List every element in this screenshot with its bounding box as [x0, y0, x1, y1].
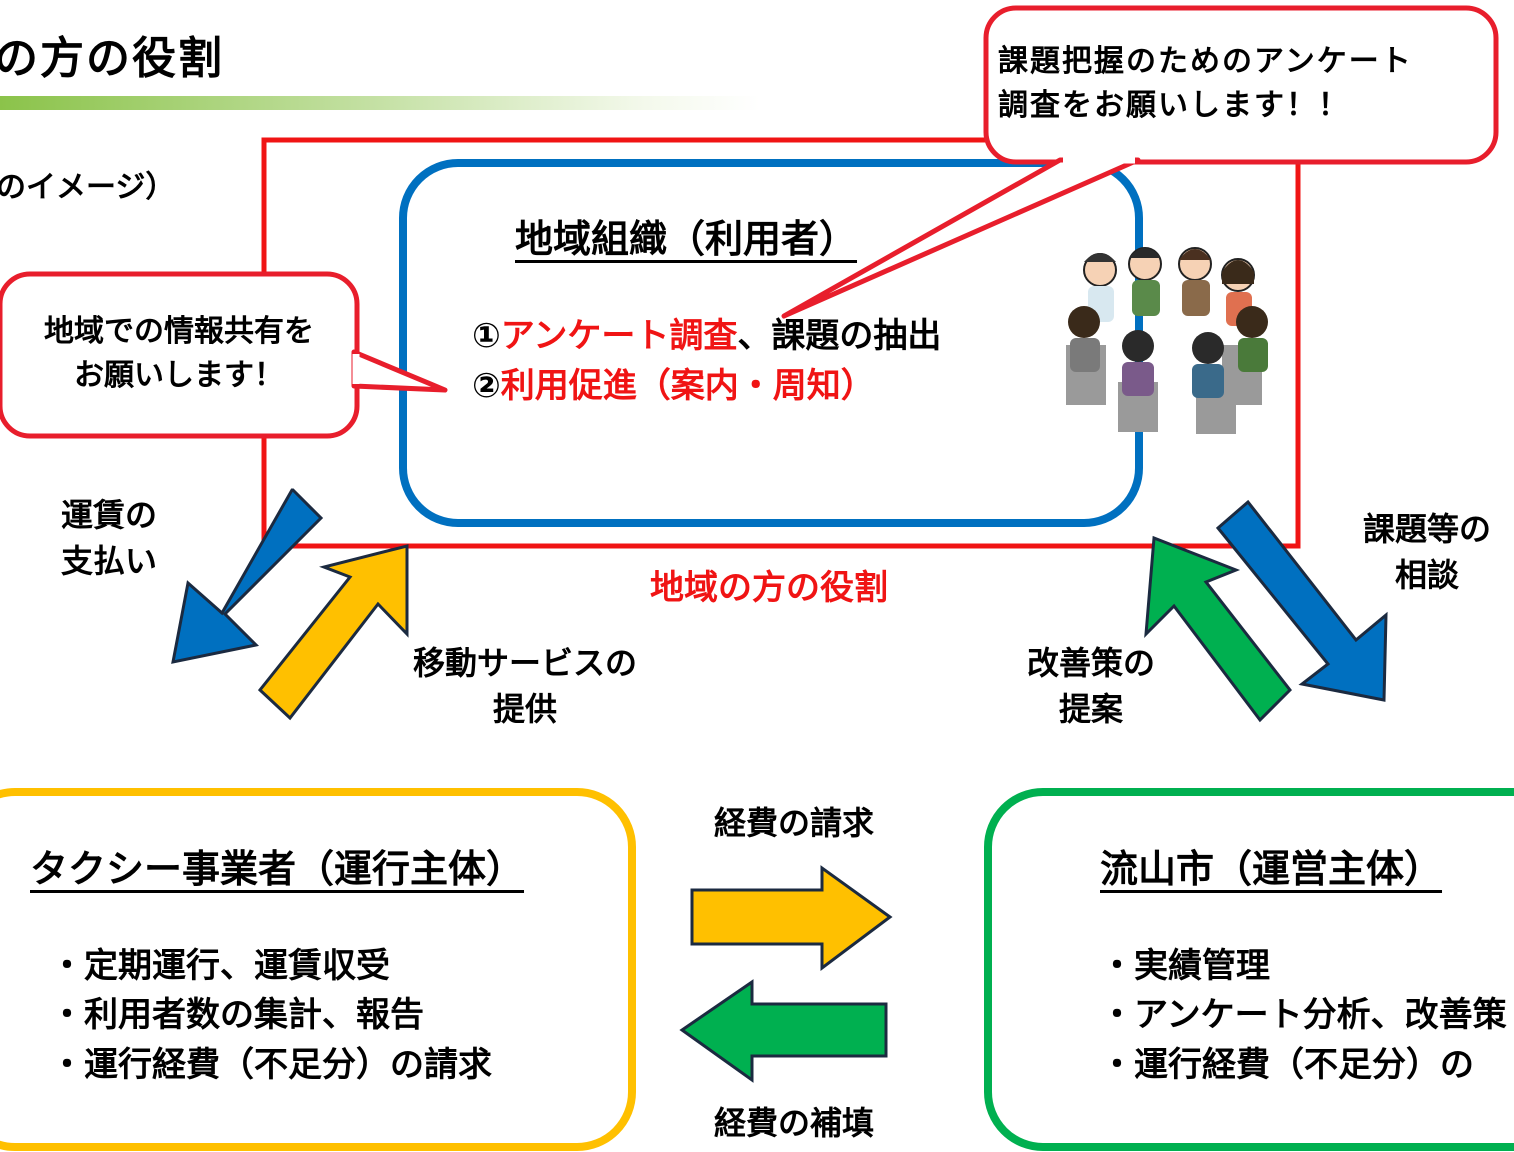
fare-payment-arrow — [171, 488, 324, 664]
improvement-label: 改善策の 提案 — [996, 640, 1186, 733]
community-item-2-prefix: ② — [472, 366, 501, 406]
fare-payment-label-line-1: 運賃の — [60, 496, 157, 534]
community-item-2-highlight: 利用促進（案内・周知） — [500, 366, 875, 406]
community-item-2: ②利用促進（案内・周知） — [472, 362, 875, 411]
left-callout-line-2: お願いします！ — [74, 357, 284, 393]
service-arrow — [257, 544, 409, 721]
region-role-label: 地域の方の役割 — [650, 568, 888, 608]
taxi-item-3: ・運行経費（不足分）の請求 — [50, 1044, 492, 1085]
consult-label: 課題等の 相談 — [1340, 506, 1514, 599]
taxi-item-1: ・定期運行、運賃収受 — [50, 946, 390, 986]
consult-label-line-2: 相談 — [1394, 556, 1459, 595]
page-title: の方の役割 — [0, 33, 224, 84]
community-item-1-rest: 、課題の抽出 — [737, 316, 942, 356]
improvement-label-line-1: 改善策の — [1026, 644, 1155, 682]
consult-label-line-1: 課題等の — [1362, 510, 1491, 548]
taxi-box-heading: タクシー事業者（運行主体） — [30, 847, 525, 891]
left-callout-shape — [0, 271, 448, 439]
expense-claim-label: 経費の請求 — [713, 804, 874, 842]
city-box-frame — [984, 788, 1514, 1151]
community-item-1-prefix: ① — [472, 316, 501, 356]
community-item-1-highlight: アンケート調査 — [500, 316, 738, 356]
service-label: 移動サービスの 提供 — [380, 640, 670, 733]
top-callout-text: 課題把握のためのアンケート 調査をお願いします！！ — [998, 40, 1413, 127]
page-subtitle: のイメージ） — [0, 170, 176, 205]
consult-arrow — [1215, 499, 1388, 702]
left-callout-line-1: 地域での情報共有を — [44, 314, 314, 349]
community-item-1: ①アンケート調査、課題の抽出 — [472, 312, 941, 361]
top-callout-line-1: 課題把握のためのアンケート — [998, 44, 1413, 79]
top-callout-line-2: 調査をお願いします！！ — [998, 87, 1350, 123]
taxi-box-frame — [0, 788, 636, 1151]
left-callout-text: 地域での情報共有を お願いします！ — [14, 310, 344, 397]
city-box-heading: 流山市（運営主体） — [1100, 847, 1443, 891]
improvement-label-line-2: 提案 — [1058, 690, 1123, 729]
fare-payment-label: 運賃の 支払い — [44, 492, 174, 585]
taxi-item-2: ・利用者数の集計、報告 — [50, 995, 424, 1036]
title-underline — [0, 96, 760, 110]
community-box-heading: 地域組織（利用者） — [515, 217, 858, 261]
service-label-line-2: 提供 — [492, 690, 557, 729]
city-item-1: ・実績管理 — [1100, 946, 1270, 986]
city-item-3: ・運行経費（不足分）の — [1100, 1044, 1474, 1085]
city-item-2: ・アンケート分析、改善策 — [1100, 995, 1507, 1036]
city-box-list: ・実績管理 ・アンケート分析、改善策 ・運行経費（不足分）の — [1100, 942, 1507, 1090]
expense-compensation-arrow — [679, 979, 888, 1083]
taxi-box-list: ・定期運行、運賃収受 ・利用者数の集計、報告 ・運行経費（不足分）の請求 — [50, 942, 492, 1090]
improvement-arrow — [1144, 535, 1292, 723]
meeting-people-illustration — [1066, 247, 1268, 434]
expense-claim-arrow — [690, 865, 893, 971]
service-label-line-1: 移動サービスの — [412, 644, 637, 682]
top-callout-shape — [781, 5, 1499, 319]
expense-compensation-label: 経費の補填 — [713, 1104, 874, 1142]
fare-payment-label-line-2: 支払い — [60, 542, 157, 581]
